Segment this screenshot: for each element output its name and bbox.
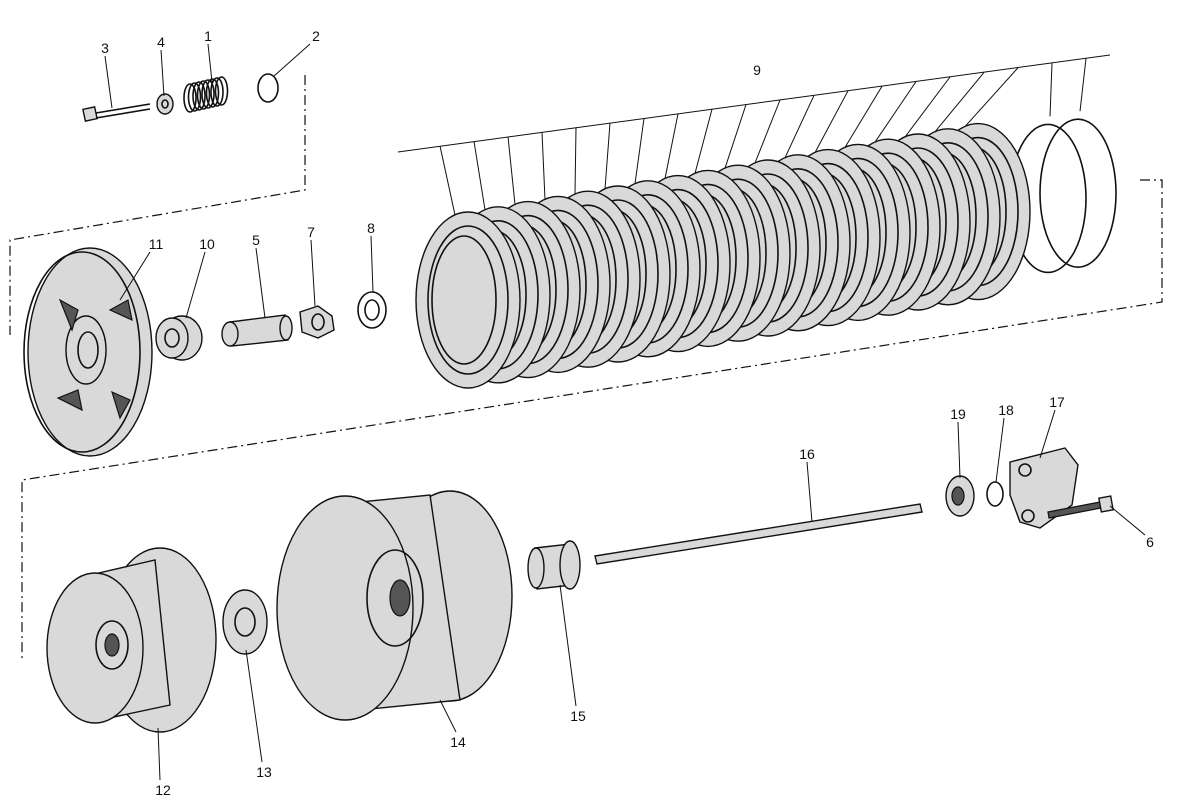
part-8-lock-washer	[357, 291, 387, 329]
callout-2: 2	[312, 28, 320, 44]
part-9-leader-lines	[439, 58, 1087, 216]
callout-labels: 3 4 1 2 9 11 10 5 7 8 19 18 17 16 6 12 1…	[101, 28, 1154, 798]
part-18-o-ring	[986, 481, 1004, 507]
part-9-clutch-plate-pack	[415, 118, 1117, 389]
part-6-screw	[1047, 495, 1114, 519]
spring-coil	[201, 79, 215, 109]
callout-10: 10	[199, 236, 215, 252]
callout-9: 9	[753, 62, 761, 78]
part-10-bearing	[155, 315, 203, 361]
assembly-line-middle	[21, 179, 1163, 662]
part-19-piston	[945, 475, 975, 517]
plate-leader	[964, 67, 1019, 127]
spring-coil	[214, 76, 229, 106]
part-12-clutch-hub	[46, 547, 217, 733]
plate-leader	[1079, 58, 1087, 112]
part-17-slave-cylinder	[1009, 447, 1079, 529]
callout-3: 3	[101, 40, 109, 56]
callout-7: 7	[307, 224, 315, 240]
callout-12: 12	[155, 782, 171, 798]
spring-coil	[205, 78, 220, 108]
callout-11: 11	[149, 236, 164, 252]
plate-leader	[814, 90, 849, 153]
callout-13: 13	[256, 764, 272, 780]
plate-leader	[604, 122, 611, 190]
part-4-washer	[156, 93, 174, 115]
spring-coil	[196, 80, 211, 110]
callout-14: 14	[450, 734, 466, 750]
callout-8: 8	[367, 220, 375, 236]
callout-17: 17	[1049, 394, 1065, 410]
callout-1: 1	[204, 28, 212, 44]
callout-5: 5	[252, 232, 260, 248]
part-15-spacer-bushing	[527, 540, 581, 590]
plate-leader	[574, 127, 577, 195]
leader-lines	[104, 43, 1146, 781]
plate-leader	[934, 72, 985, 133]
callout-19: 19	[950, 406, 966, 422]
plate-leader	[507, 136, 516, 205]
plate-leader	[634, 118, 645, 184]
plate-leader	[1049, 63, 1053, 117]
callout-18: 18	[998, 402, 1014, 418]
assembly-line-top	[9, 75, 306, 335]
part-16-pushrod	[594, 503, 923, 565]
o-ring-plate	[1039, 118, 1117, 268]
part-1-spring	[183, 76, 229, 113]
plate-leader	[754, 99, 781, 164]
spring-coil	[187, 82, 202, 112]
callout-4: 4	[157, 34, 165, 50]
part-7-nut	[299, 305, 335, 339]
callout-16: 16	[799, 446, 815, 462]
spring-coil	[210, 77, 224, 107]
part-14-clutch-basket	[276, 490, 513, 721]
plate-leader	[904, 76, 951, 138]
plate-leader	[694, 109, 713, 174]
plate-leader	[724, 104, 747, 169]
plate-leader	[844, 85, 883, 148]
spring-coil	[192, 81, 206, 111]
part-11-pressure-plate	[23, 247, 153, 457]
clutch-plate	[415, 211, 521, 389]
callout-15: 15	[570, 708, 586, 724]
plate-leader	[541, 132, 546, 200]
plate-leader	[874, 81, 917, 143]
part-5-pushrod	[221, 314, 293, 347]
plate-leader	[784, 95, 815, 159]
part-3-bolt	[82, 103, 151, 122]
part-2-ring	[257, 73, 279, 103]
callout-6: 6	[1146, 534, 1154, 550]
spring-coil	[183, 83, 197, 113]
plate-leader	[473, 141, 486, 210]
plate-leader	[439, 145, 456, 216]
part-9-bracket	[397, 54, 1111, 153]
part-13-thrust-washer	[222, 589, 268, 655]
plate-leader	[664, 113, 679, 179]
